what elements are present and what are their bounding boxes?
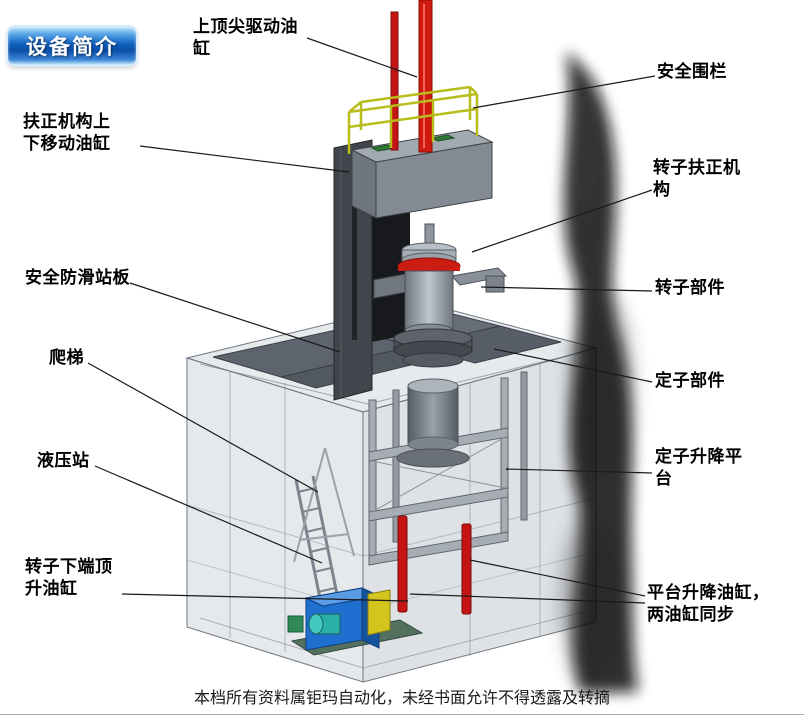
top-drive-cylinders: [390, 0, 433, 153]
footer-copyright: 本档所有资料属钜玛自动化，未经书面允许不得透露及转摘: [193, 690, 610, 707]
leader-hydraulic-station: [94, 465, 323, 564]
leader-rotor-jack: [121, 593, 409, 602]
label-stator-component: 定子部件: [655, 371, 725, 390]
label-rotor-jack: 转子下端顶升油缸: [25, 557, 113, 599]
leader-ladder: [87, 362, 319, 493]
label-safety-fence: 安全围栏: [657, 62, 727, 81]
leader-lines: [87, 37, 656, 604]
label-top-drive-cylinder: 上顶尖驱动油缸: [193, 17, 298, 59]
label-centering-cylinder: 扶正机构上下移动油缸: [23, 112, 111, 154]
equipment-intro-badge: 设备简介: [8, 27, 136, 65]
label-platform-lift: 平台升降油缸，两油缸同步: [647, 583, 770, 625]
label-ladder: 爬梯: [49, 348, 84, 367]
label-anti-slip: 安全防滑站板: [25, 268, 130, 287]
rotor-assembly: [373, 223, 508, 368]
leader-stator-lift: [505, 468, 653, 474]
leader-stator-component: [493, 348, 653, 383]
bottom-divider: [0, 714, 804, 715]
badge-label: 设备简介: [26, 36, 118, 59]
shadow-smoke: [564, 52, 638, 692]
label-rotor-component: 转子部件: [655, 278, 725, 297]
label-stator-lift: 定子升降平台: [655, 447, 743, 489]
label-rotor-centering: 转子扶正机构: [653, 158, 741, 200]
leader-centering-cylinder: [139, 145, 350, 173]
label-hydraulic-station: 液压站: [37, 451, 90, 470]
leader-top-drive-cylinder: [306, 37, 418, 78]
leader-safety-fence: [472, 75, 656, 109]
platform-lift-cylinder-rods: [397, 515, 472, 615]
leader-platform-lift-2: [409, 593, 646, 604]
leader-rotor-centering: [471, 189, 653, 253]
leader-anti-slip: [129, 282, 341, 353]
safety-fence: [347, 85, 479, 154]
leader-rotor-component: [480, 286, 653, 292]
leader-platform-lift-1: [469, 559, 646, 597]
stator-assembly: [396, 378, 470, 468]
hydraulic-station: [287, 587, 424, 656]
